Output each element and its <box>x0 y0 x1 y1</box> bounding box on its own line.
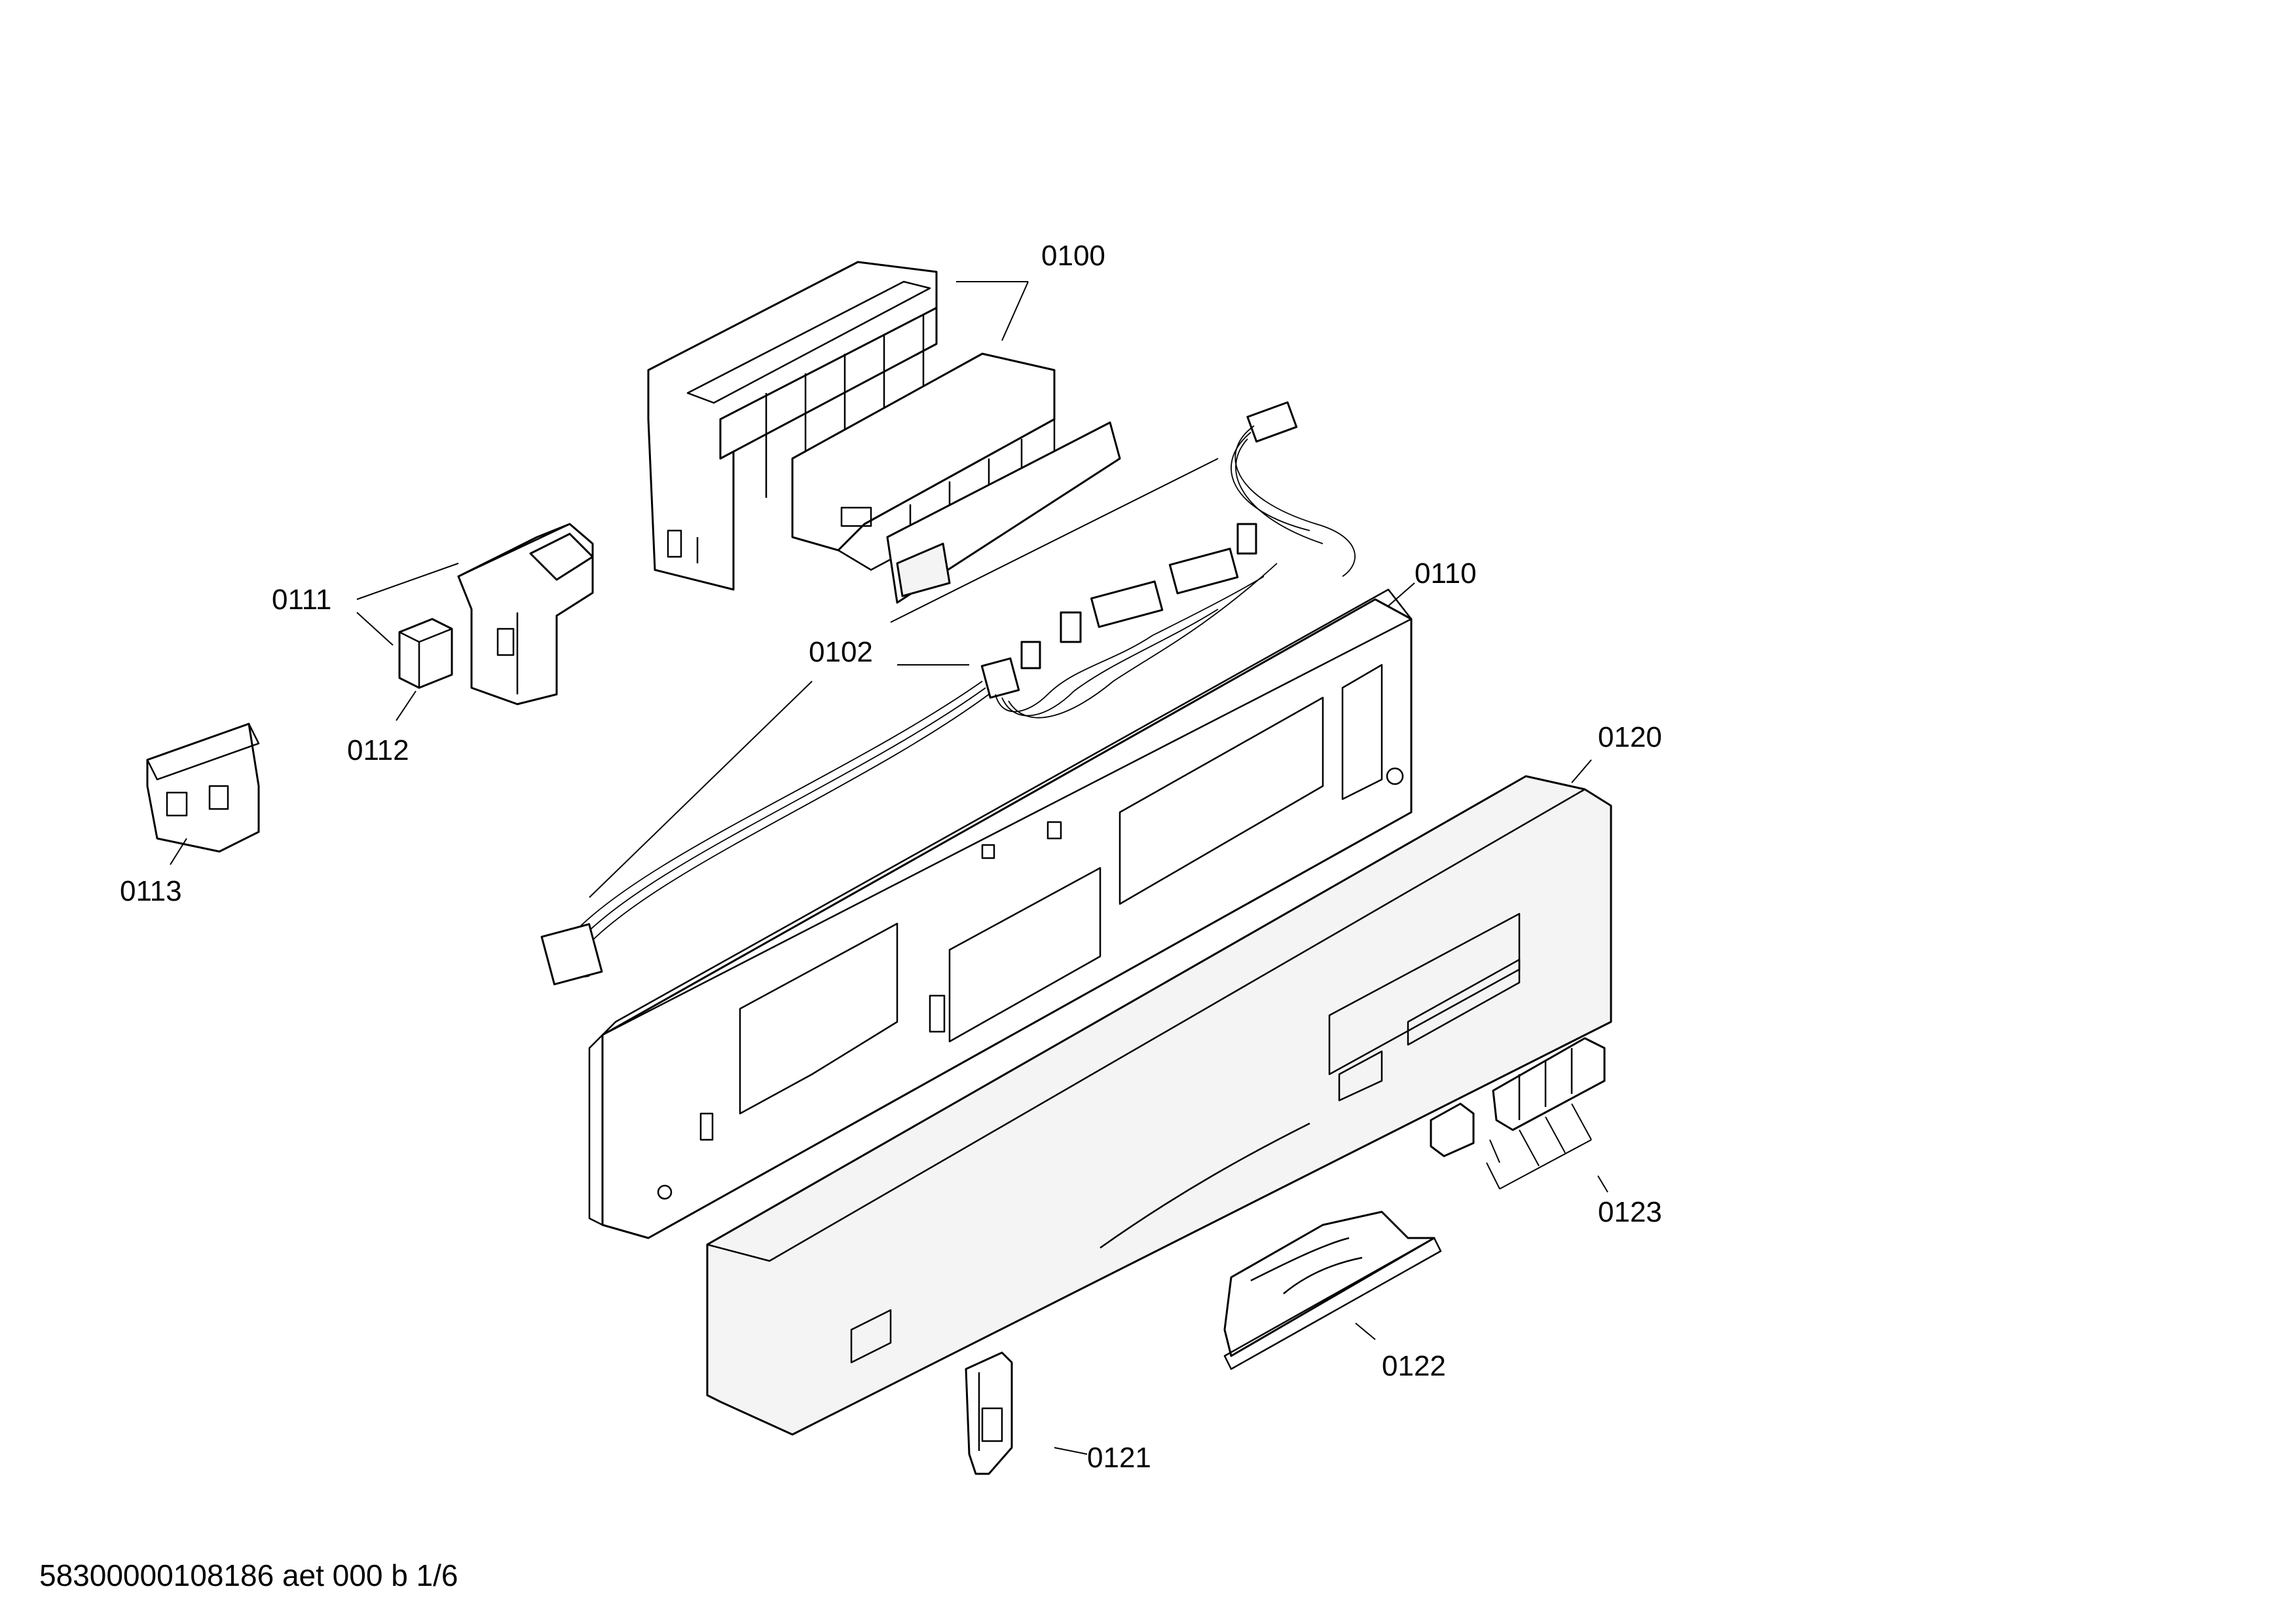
callout-0111: 0111 <box>272 584 331 616</box>
leader-lines <box>170 281 1608 1455</box>
callout-0112: 0112 <box>347 734 409 766</box>
part-0102-wiring-harness <box>540 401 1356 986</box>
callout-0113: 0113 <box>120 875 182 907</box>
part-0111-door-switch <box>457 523 594 705</box>
callout-0123: 0123 <box>1598 1196 1662 1228</box>
part-0120-fascia <box>706 775 1612 1436</box>
callout-0110: 0110 <box>1415 557 1477 590</box>
part-0121-latch <box>965 1351 1013 1475</box>
document-id-footer: 58300000108186 aet 000 b 1/6 <box>39 1558 458 1592</box>
callout-labels: 0100 0102 0110 0111 0112 0113 0120 0121 … <box>120 240 1662 1474</box>
callout-0121: 0121 <box>1087 1442 1151 1474</box>
callout-0102: 0102 <box>809 636 873 668</box>
part-0110-panel-frame <box>588 588 1413 1239</box>
callout-0122: 0122 <box>1382 1350 1446 1382</box>
part-0113-selector-switch <box>146 723 260 853</box>
part-0102-display-strip <box>886 421 1121 604</box>
part-0112-micro-switch <box>398 618 453 689</box>
callout-0100: 0100 <box>1041 240 1105 272</box>
part-0100-control-module <box>647 261 1056 591</box>
part-0123-buttons <box>1430 1037 1606 1157</box>
part-0122-handle <box>1223 1210 1442 1370</box>
callout-0120: 0120 <box>1598 721 1662 753</box>
